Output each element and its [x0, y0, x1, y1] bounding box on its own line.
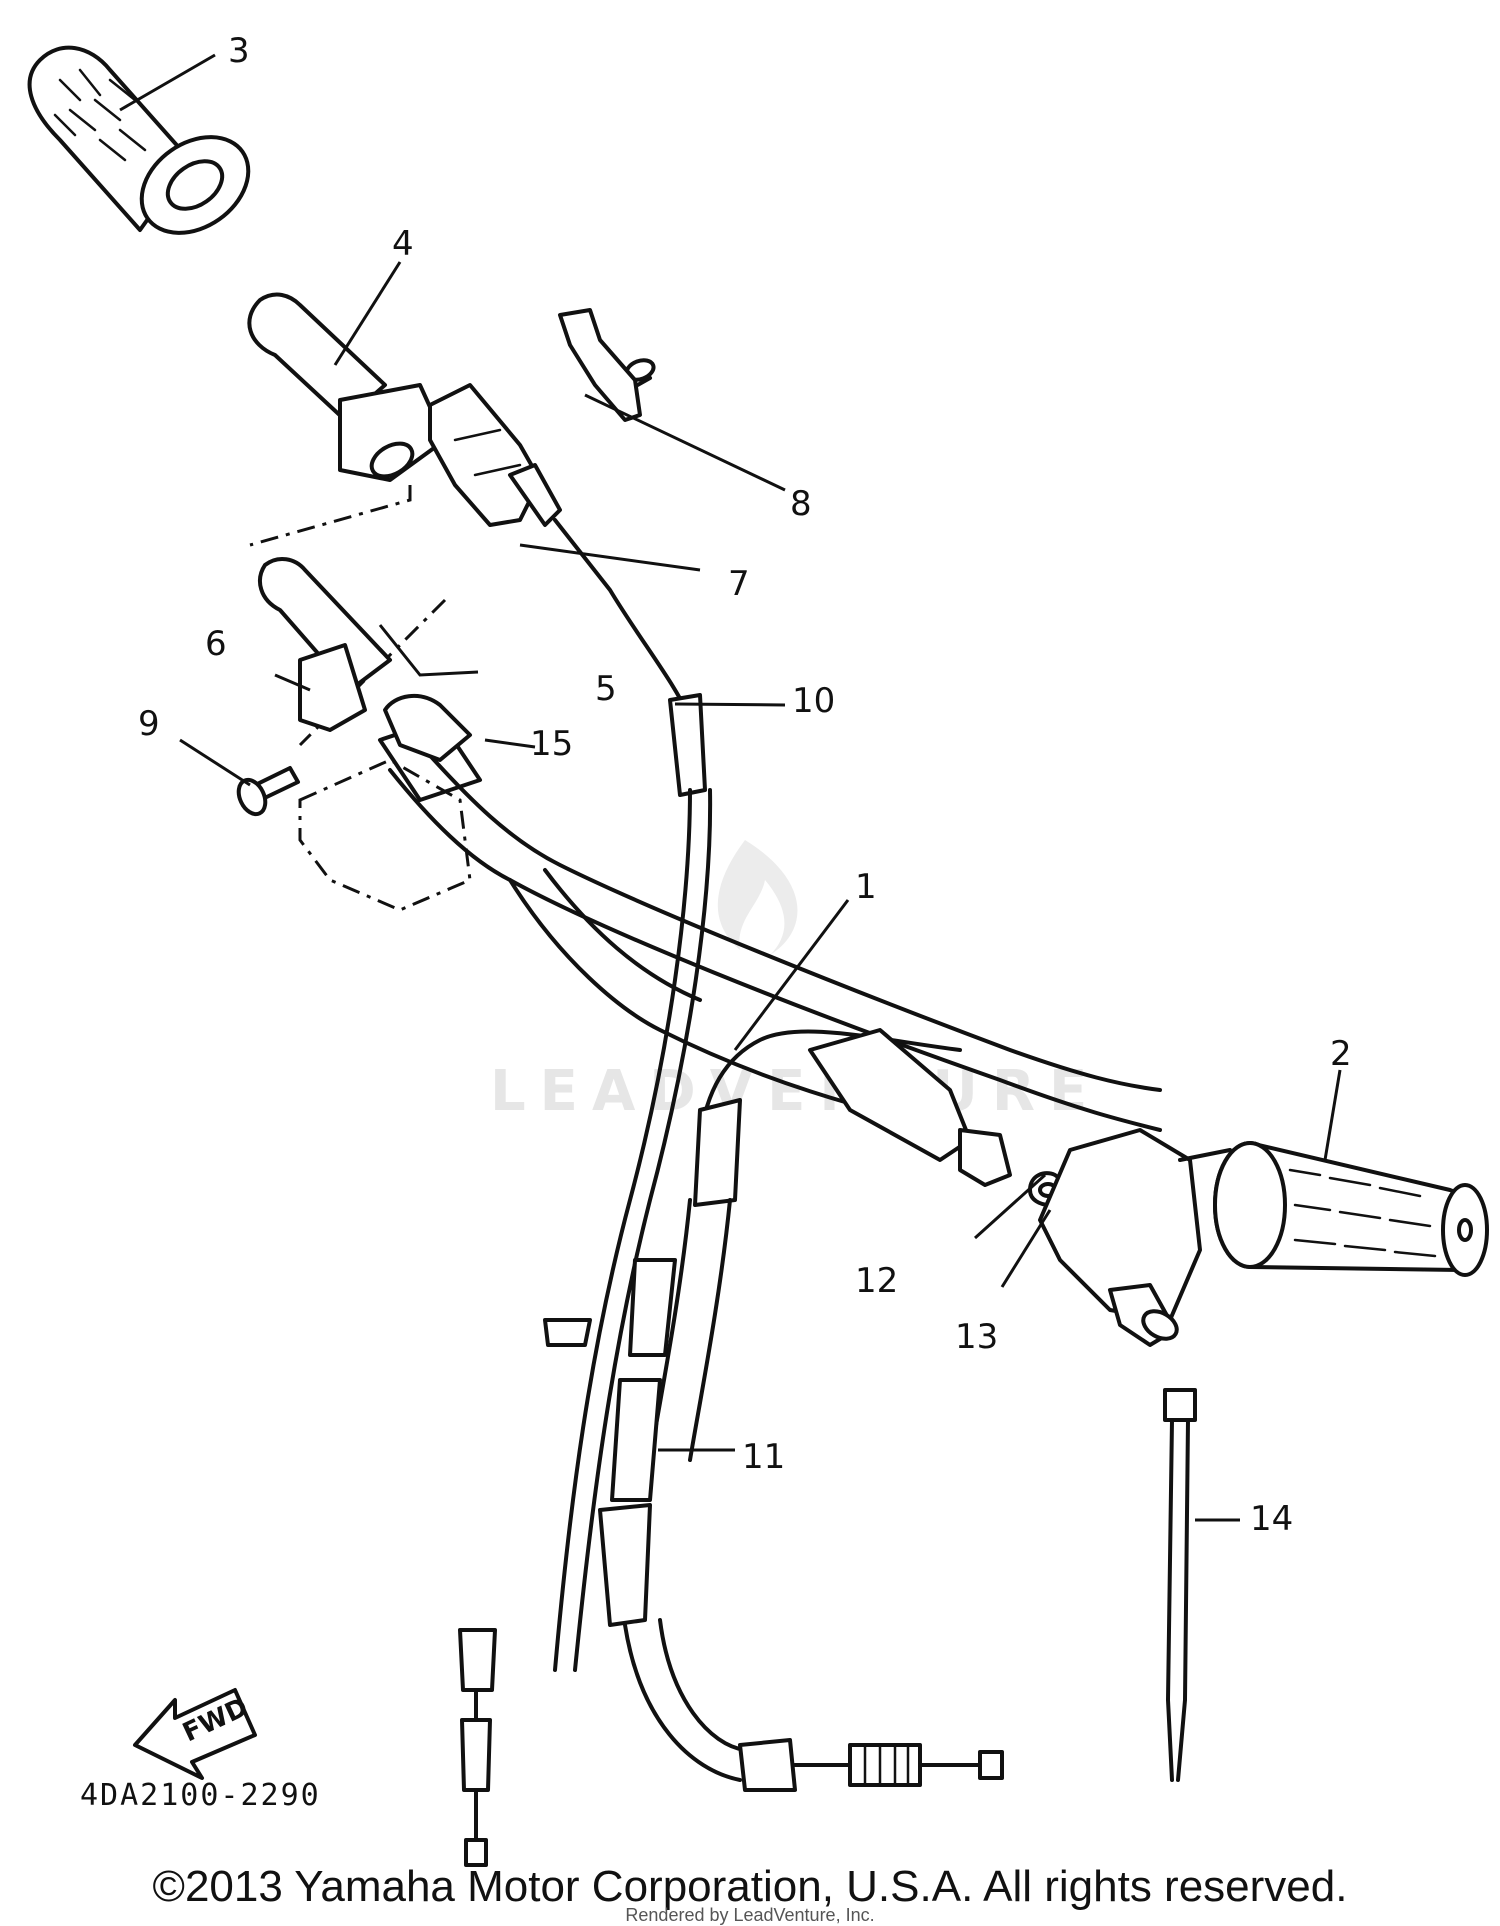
callout-7: 7: [728, 564, 750, 604]
callout-5: 5: [595, 669, 617, 709]
copyright-notice: ©2013 Yamaha Motor Corporation, U.S.A. A…: [152, 1862, 1348, 1911]
callout-11: 11: [742, 1437, 785, 1477]
throttle-grip-lower: [258, 557, 472, 762]
adjuster-bracket: [558, 308, 642, 422]
cable-tie: [1163, 1388, 1197, 1782]
callout-6: 6: [205, 624, 227, 664]
rendered-by-credit: Rendered by LeadVenture, Inc.: [625, 1905, 875, 1925]
right-grip: [1178, 1141, 1489, 1277]
callout-numbers: 1 2 3 4 5 6 7 8 9 10 11 12 13 14 15: [138, 31, 1352, 1539]
callout-2: 2: [1330, 1034, 1352, 1074]
callout-9: 9: [138, 704, 160, 744]
screw-9: [236, 766, 300, 817]
callout-12: 12: [855, 1261, 898, 1301]
callout-14: 14: [1250, 1499, 1293, 1539]
watermark: LEADVENTURE: [490, 840, 1101, 1124]
clutch-cable: [598, 1029, 1004, 1792]
throttle-tube: [247, 292, 447, 482]
callout-8: 8: [790, 484, 812, 524]
callout-15: 15: [530, 724, 573, 764]
clutch-lever-perch: [808, 1028, 1202, 1347]
callout-10: 10: [792, 681, 835, 721]
callout-13: 13: [955, 1317, 998, 1357]
fwd-arrow: FWD: [133, 1688, 257, 1780]
part-code: 4DA2100-2290: [80, 1778, 321, 1813]
throttle-housing: [428, 383, 542, 527]
left-grip: [27, 45, 251, 235]
callout-1: 1: [855, 867, 877, 907]
watermark-text: LEADVENTURE: [490, 1059, 1101, 1124]
leader-lines: [119, 53, 1342, 1522]
callout-3: 3: [228, 31, 250, 71]
throttle-cable: [458, 463, 713, 1867]
callout-4: 4: [392, 224, 414, 264]
